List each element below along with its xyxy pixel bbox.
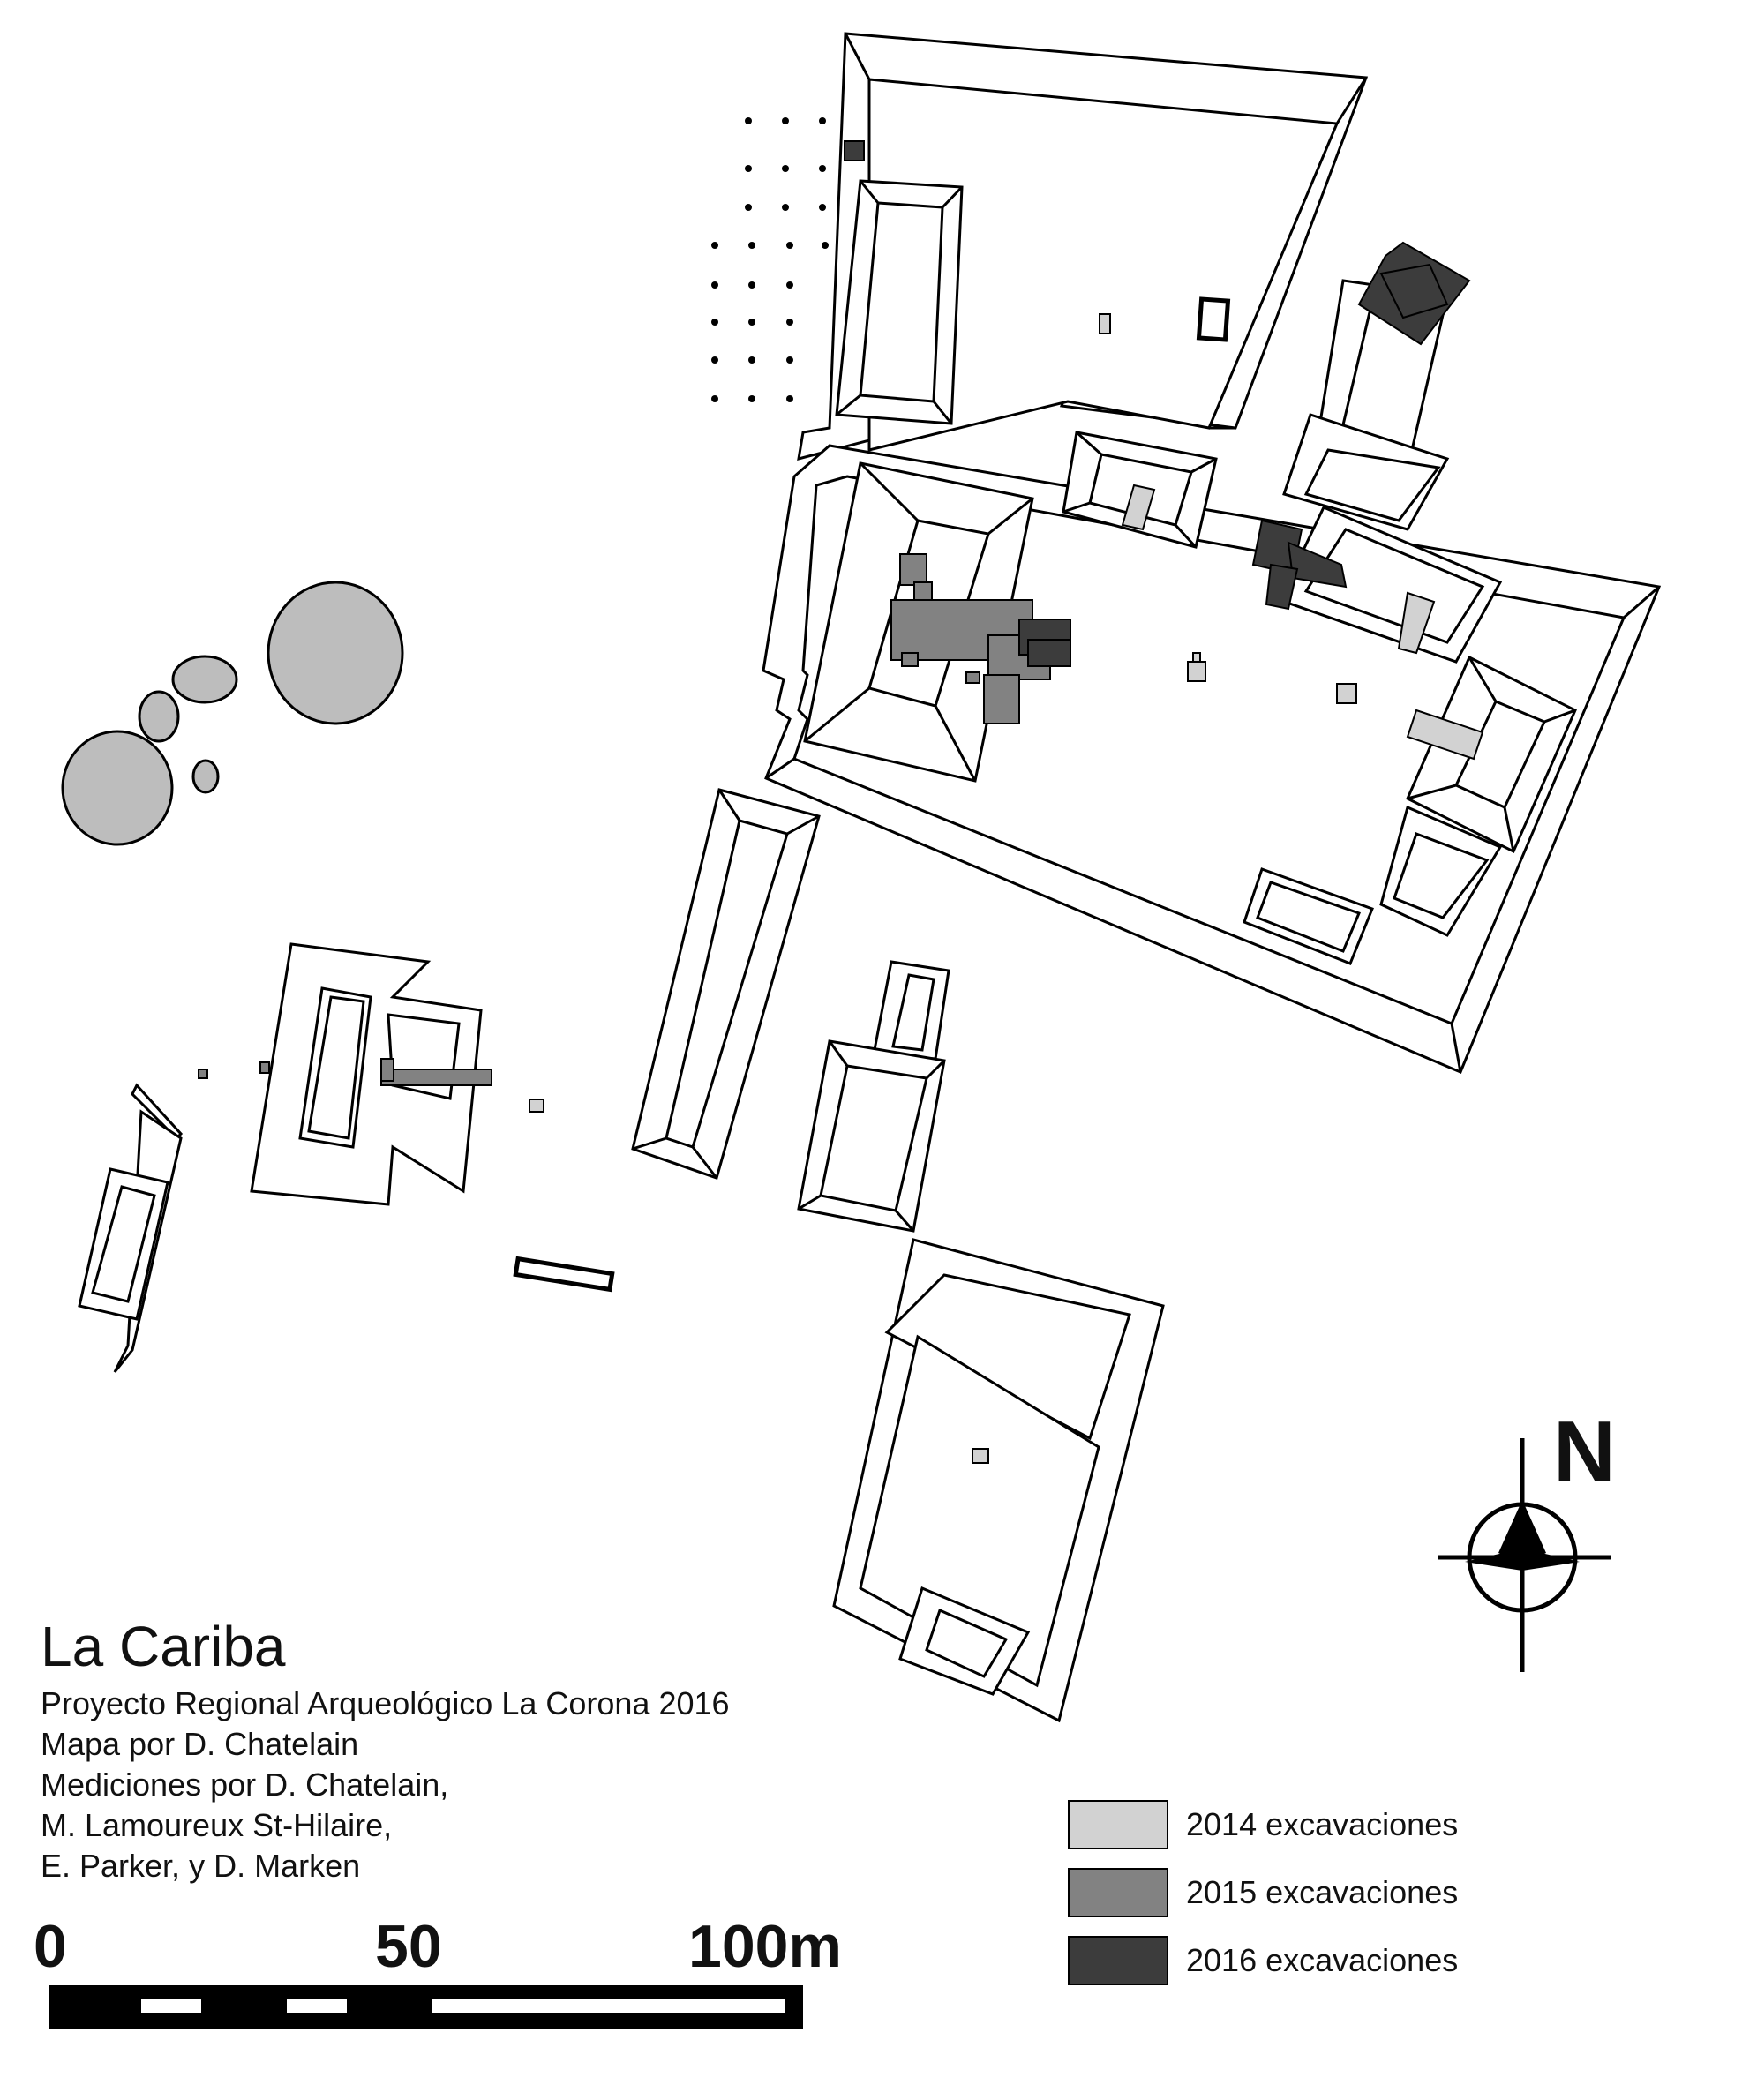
credit-line-map: Mapa por D. Chatelain [41, 1726, 359, 1762]
dot-marker [711, 319, 718, 326]
legend-swatch-2014 [1068, 1800, 1168, 1849]
legend-item: 2015 excavaciones [1068, 1868, 1458, 1917]
dot-marker [748, 319, 755, 326]
south-central-mound [797, 960, 950, 1233]
north-arrow-icon [1438, 1438, 1611, 1672]
dot-marker [748, 395, 755, 402]
legend-item: 2014 excavaciones [1068, 1800, 1458, 1849]
scale-label-0: 0 [34, 1913, 67, 1980]
credit-line-measurements-2: M. Lamoureux St-Hilaire, [41, 1807, 393, 1843]
credit-line-project: Proyecto Regional Arqueológico La Corona… [41, 1685, 730, 1721]
legend-swatch-2016 [1068, 1936, 1168, 1985]
excavation-west-pyramid [890, 553, 1071, 724]
dot-marker [748, 356, 755, 364]
dot-marker [786, 356, 793, 364]
dot-marker [786, 395, 793, 402]
dot-marker [782, 117, 789, 124]
scale-label-100m: 100m [688, 1913, 842, 1980]
legend-label-2014: 2014 excavaciones [1186, 1806, 1459, 1842]
dot-marker [748, 281, 755, 289]
far-west-structures [78, 1083, 615, 1373]
credit-line-measurements-3: E. Parker, y D. Marken [41, 1848, 361, 1884]
dot-marker [711, 395, 718, 402]
round-mounds [61, 581, 404, 846]
dot-marker [782, 204, 789, 211]
dot-marker [819, 165, 826, 172]
dot-marker [711, 242, 718, 249]
legend-label-2015: 2015 excavaciones [1186, 1874, 1459, 1910]
dot-marker [745, 117, 752, 124]
dot-marker [745, 165, 752, 172]
dot-marker [819, 204, 826, 211]
title-block: La Cariba Proyecto Regional Arqueológico… [41, 1615, 730, 1886]
north-plaza [797, 32, 1369, 461]
scale-bar-icon [49, 1985, 803, 2029]
central-long-mound [631, 788, 821, 1180]
legend-item: 2016 excavaciones [1068, 1936, 1458, 1985]
dot-marker [748, 242, 755, 249]
dot-marker [711, 281, 718, 289]
dot-marker [782, 165, 789, 172]
dot-marker [822, 242, 829, 249]
dot-marker [711, 356, 718, 364]
legend-swatch-2015 [1068, 1868, 1168, 1917]
credit-line-measurements: Mediciones por D. Chatelain, [41, 1766, 449, 1803]
north-label: N [1553, 1403, 1616, 1500]
dot-marker [786, 242, 793, 249]
dot-marker [786, 281, 793, 289]
map-title: La Cariba [41, 1615, 286, 1678]
legend: 2014 excavaciones 2015 excavaciones 2016… [1068, 1800, 1458, 2004]
west-complex [198, 942, 544, 1206]
dot-marker [786, 319, 793, 326]
scale-label-50: 50 [375, 1913, 442, 1980]
dot-marker [745, 204, 752, 211]
south-courtyard [832, 1238, 1165, 1723]
dot-marker [819, 117, 826, 124]
legend-label-2016: 2016 excavaciones [1186, 1942, 1459, 1978]
